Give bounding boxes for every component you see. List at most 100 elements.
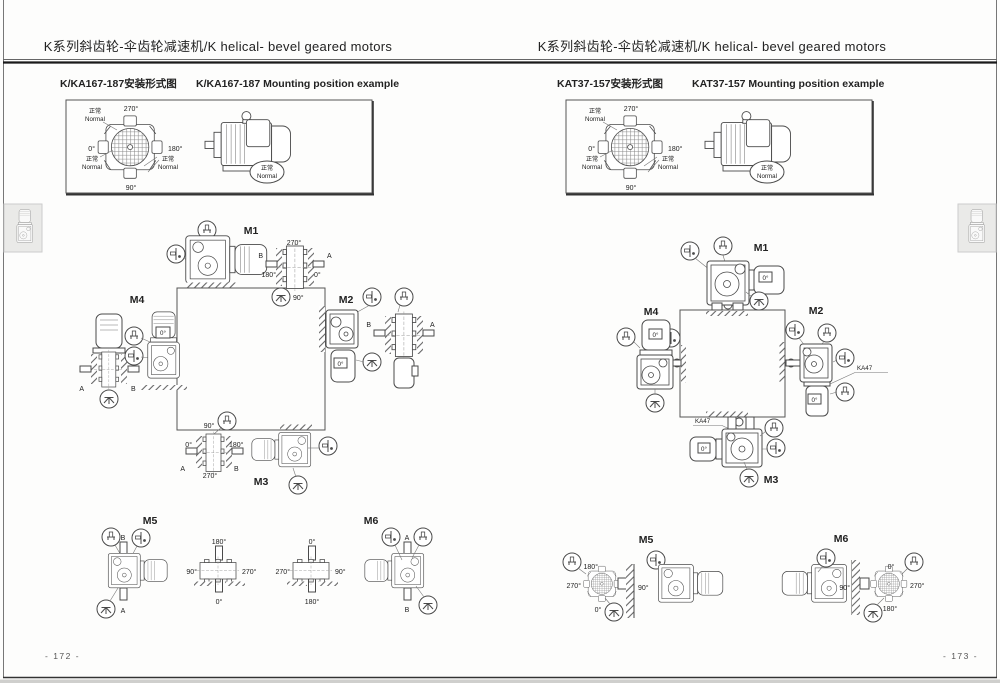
- angle-bottom: 90°: [126, 184, 137, 192]
- m1-label: M1: [244, 225, 259, 237]
- left-m5: M5 B A 180° 90° 270° 0°: [96, 515, 257, 619]
- m5-angle-top: 180°: [584, 563, 599, 571]
- m3-ka47-label: KA47: [695, 418, 711, 425]
- right-page-title: K系列斜齿轮-伞齿轮减速机/K helical- bevel geared mo…: [538, 39, 887, 54]
- motor-normal-cn: 正常: [761, 164, 773, 172]
- m6-angle-left: 270°: [276, 568, 291, 576]
- m2-label: M2: [809, 305, 824, 317]
- m3-a: A: [180, 466, 185, 473]
- left-subtitle-cn: K/KA167-187安装形式图: [60, 77, 177, 90]
- m1-a: A: [327, 253, 332, 260]
- left-page-number: - 172 -: [45, 651, 80, 661]
- m3-angle-right: 180°: [229, 441, 244, 449]
- m6-b: B: [405, 607, 410, 614]
- left-overview-box: 270° 0° 180° 90° 正常 Normal 正常 Normal 正常 …: [65, 99, 374, 196]
- normal-top-cn: 正常: [89, 107, 101, 115]
- left-edge-tab: [3, 203, 43, 253]
- right-m5: M5 180° 270° 0° 90°: [562, 534, 724, 622]
- motor-normal-en: Normal: [257, 173, 277, 180]
- m1-angle-right: 0°: [314, 271, 321, 279]
- left-tab-gearbox-icon: [16, 209, 33, 243]
- m6-a: A: [405, 535, 410, 542]
- right-m6: M6 90° 0° 270° 180°: [781, 533, 925, 623]
- m4-schematic: [93, 349, 124, 390]
- m6-angle-right: 90°: [335, 568, 346, 576]
- m2-schematic: [385, 311, 423, 360]
- right-m4: M4 0°: [616, 306, 682, 413]
- fan-view: [597, 115, 663, 179]
- m1-schematic: [276, 243, 314, 292]
- m2-b: B: [366, 322, 371, 329]
- m5-angle-bottom: 0°: [216, 598, 223, 606]
- m3-angle-top: 90°: [204, 422, 215, 430]
- m5-fan-view: [583, 565, 621, 602]
- m5-angle-bottom: 0°: [595, 606, 602, 614]
- m2-ka47-label: KA47: [857, 365, 873, 372]
- m6-schematic: [289, 556, 333, 586]
- m4-motor-angle: 0°: [160, 330, 166, 337]
- m1-label: M1: [754, 242, 769, 254]
- m2-a: A: [430, 322, 435, 329]
- m1-angle-bottom: 90°: [293, 294, 304, 302]
- normal-br-en: Normal: [158, 164, 178, 171]
- right-edge-tab: [957, 203, 997, 253]
- m5-geared-motor: [107, 552, 168, 589]
- m6-label: M6: [364, 515, 379, 527]
- m6-angle-bottom: 180°: [883, 605, 898, 613]
- motor-normal-cn: 正常: [261, 164, 273, 172]
- m5-geared-motor: [658, 564, 724, 603]
- m6-angle-top: 0°: [309, 538, 316, 546]
- right-subtitle-en: KAT37-157 Mounting position example: [692, 78, 884, 90]
- m5-angle-left: 270°: [567, 582, 582, 590]
- normal-top-cn: 正常: [589, 107, 601, 115]
- normal-top-en: Normal: [585, 116, 605, 123]
- m6-angle-right: 270°: [910, 582, 925, 590]
- left-subtitle-en: K/KA167-187 Mounting position example: [196, 78, 399, 90]
- right-overview-box: 270° 0° 180° 90° 正常 Normal 正常 Normal 正常 …: [565, 99, 874, 196]
- normal-br-cn: 正常: [662, 155, 674, 163]
- m2-label: M2: [339, 294, 354, 306]
- m3-b: B: [234, 466, 239, 473]
- right-m3: KA47 0° M3: [689, 416, 786, 488]
- m3-angle-bottom: 270°: [203, 472, 218, 480]
- m4-motor-angle: 0°: [653, 332, 659, 339]
- normal-br-en: Normal: [658, 164, 678, 171]
- angle-right: 180°: [168, 145, 183, 153]
- m5-label: M5: [639, 534, 654, 546]
- right-mounting-square: [672, 300, 796, 427]
- left-m1: M1 270° B A 180° 0° 90°: [166, 220, 332, 307]
- m3-schematic: [197, 431, 230, 475]
- m1-angle-top: 270°: [287, 239, 302, 247]
- m1-angle-left: 180°: [262, 271, 277, 279]
- m2-motor-angle: 0°: [812, 397, 818, 404]
- right-page-number: - 173 -: [943, 651, 978, 661]
- fan-view: [97, 115, 163, 179]
- left-m6: M6 0° 270° 90° 180° A B: [276, 515, 438, 615]
- normal-bl-cn: 正常: [86, 155, 98, 163]
- right-subtitle-cn: KAT37-157安装形式图: [557, 77, 663, 90]
- m6-angle-top: 0°: [888, 563, 895, 571]
- angle-top: 270°: [624, 105, 639, 113]
- m4-label: M4: [130, 294, 145, 306]
- left-m3: 90° 0° 180° A 270° B M3: [180, 411, 338, 495]
- m6-fan-view: [870, 565, 908, 602]
- normal-br-cn: 正常: [162, 155, 174, 163]
- m5-angle-right: 90°: [638, 584, 649, 592]
- normal-bl-en: Normal: [582, 164, 602, 171]
- m6-geared-motor: [364, 552, 425, 589]
- angle-top: 270°: [124, 105, 139, 113]
- normal-bl-cn: 正常: [586, 155, 598, 163]
- left-m2: M2 0° B A: [319, 287, 435, 389]
- left-m4: M4 A B 0°: [79, 294, 187, 409]
- angle-bottom: 90°: [626, 184, 637, 192]
- m6-label: M6: [834, 533, 849, 545]
- m6-angle-bottom: 180°: [305, 598, 320, 606]
- motor-side-view: [204, 111, 291, 172]
- m5-angle-left: 90°: [186, 568, 197, 576]
- angle-right: 180°: [668, 145, 683, 153]
- m5-schematic: [196, 556, 240, 586]
- normal-top-en: Normal: [85, 116, 105, 123]
- angle-left: 0°: [588, 145, 595, 153]
- right-m2: M2 0° KA47: [785, 305, 888, 417]
